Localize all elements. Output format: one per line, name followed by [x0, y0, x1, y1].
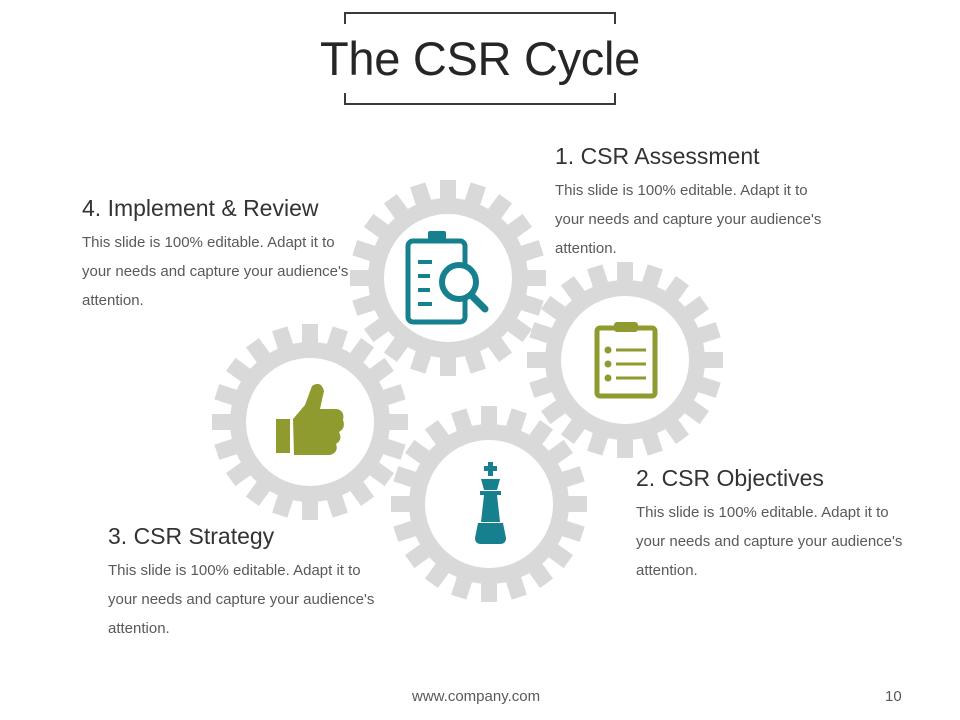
item-body: This slide is 100% editable. Adapt it to… — [108, 562, 375, 637]
item-csr-objectives: 2. CSR Objectives This slide is 100% edi… — [636, 465, 916, 585]
clipboard-search-icon — [405, 231, 489, 325]
item-implement-review: 4. Implement & Review This slide is 100%… — [82, 195, 362, 315]
title-bracket-bottom — [344, 93, 616, 105]
item-body: This slide is 100% editable. Adapt it to… — [636, 504, 903, 579]
item-csr-strategy: 3. CSR Strategy This slide is 100% edita… — [108, 523, 388, 643]
page-number: 10 — [885, 688, 902, 705]
slide-title: The CSR Cycle — [320, 32, 640, 85]
item-body: This slide is 100% editable. Adapt it to… — [555, 182, 822, 257]
chess-king-icon — [475, 462, 506, 544]
item-heading: 3. CSR Strategy — [108, 523, 275, 549]
title-bracket-top — [344, 12, 616, 24]
item-body: This slide is 100% editable. Adapt it to… — [82, 234, 349, 309]
item-heading: 2. CSR Objectives — [636, 465, 824, 491]
checklist-clipboard-icon — [594, 322, 658, 399]
item-heading: 1. CSR Assessment — [555, 143, 760, 169]
thumbs-up-icon — [276, 383, 344, 455]
title-frame: The CSR Cycle — [320, 12, 640, 105]
item-csr-assessment: 1. CSR Assessment This slide is 100% edi… — [555, 143, 835, 263]
item-heading: 4. Implement & Review — [82, 195, 319, 221]
gear-objectives — [527, 262, 723, 458]
footer-url: www.company.com — [412, 688, 541, 705]
